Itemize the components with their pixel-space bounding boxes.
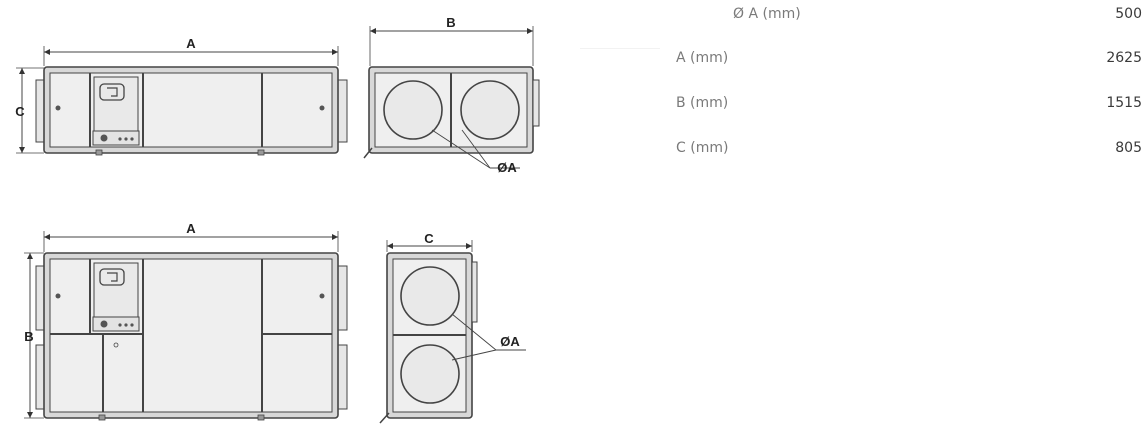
spec-label: A (mm)	[676, 50, 729, 66]
bottom-duct-dim-label: ØA	[500, 334, 520, 349]
bottom-side-dim-label: C	[424, 231, 434, 246]
row-divider	[580, 48, 660, 49]
spec-value: 500	[1115, 6, 1142, 22]
vertical-unit-side-view	[379, 240, 526, 424]
spec-label: B (mm)	[676, 95, 729, 111]
spec-value: 1515	[1106, 95, 1142, 111]
spec-row-diameter: Ø A (mm) 500	[560, 0, 1142, 29]
top-front-dim-label: A	[186, 36, 196, 51]
spec-label: Ø A (mm)	[733, 6, 801, 22]
bottom-height-dim-label: B	[24, 329, 33, 344]
horizontal-unit-front-view	[16, 46, 348, 156]
spec-label: C (mm)	[676, 140, 729, 156]
spec-row-a: A (mm) 2625	[560, 43, 1142, 73]
top-side-dim-label: B	[446, 15, 455, 30]
dimension-drawings: A C B ØA A B C ØA	[15, 15, 540, 424]
top-duct-dim-label: ØA	[497, 160, 517, 175]
spec-value: 2625	[1106, 50, 1142, 66]
horizontal-unit-side-view	[363, 26, 540, 169]
top-height-dim-label: C	[15, 104, 25, 119]
spec-value: 805	[1115, 140, 1142, 156]
spec-row-b: B (mm) 1515	[560, 88, 1142, 118]
bottom-front-dim-label: A	[186, 221, 196, 236]
spec-row-c: C (mm) 805	[560, 133, 1142, 163]
vertical-unit-front-view	[24, 231, 348, 421]
